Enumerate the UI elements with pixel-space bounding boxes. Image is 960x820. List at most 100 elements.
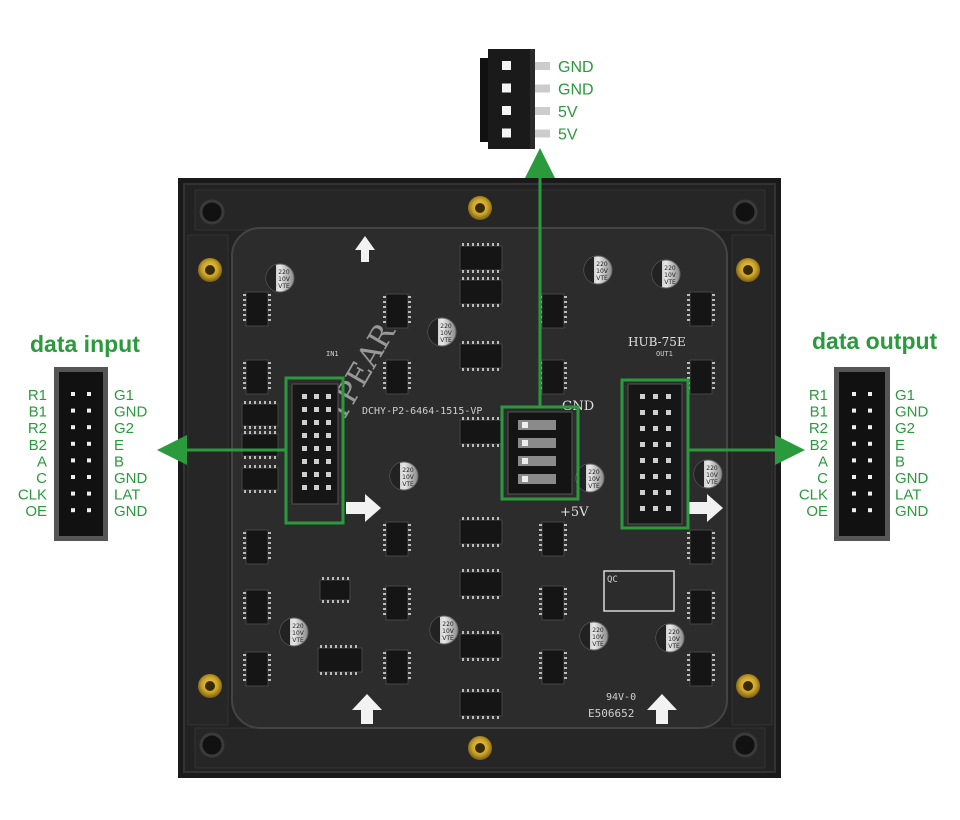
header-pin-label: C	[36, 470, 47, 487]
header-pin-label: E	[114, 437, 124, 454]
connector-pin	[326, 459, 331, 464]
capacitor-marking: 10V	[292, 630, 305, 637]
header-pin-label: A	[37, 453, 47, 470]
connector-pin	[666, 410, 671, 415]
in-label: IN1	[326, 350, 339, 358]
header-pin-dot	[71, 441, 75, 446]
data-output-heading: data output	[812, 328, 938, 354]
power-callout-pin	[502, 61, 511, 70]
driver-ic-chip	[459, 341, 503, 371]
connector-pin	[666, 426, 671, 431]
header-pin-label: B2	[810, 437, 828, 454]
header-pin-dot	[868, 408, 872, 413]
driver-ic-chip	[383, 585, 411, 621]
capacitor-marking: 220	[402, 467, 414, 474]
connector-pin	[653, 442, 658, 447]
power-callout-pin	[502, 83, 511, 93]
header-pin-dot	[71, 408, 75, 413]
capacitor-marking: VTE	[402, 481, 414, 488]
connector-pin	[653, 458, 658, 463]
capacitor-marking: 10V	[588, 476, 601, 483]
connector-pin	[326, 407, 331, 412]
power-lead	[535, 62, 550, 70]
connector-pin	[326, 472, 331, 477]
connector-pin	[666, 394, 671, 399]
qc-box	[603, 570, 675, 612]
connector-pin	[653, 506, 658, 511]
power-pin	[518, 456, 556, 466]
header-pin-dot	[852, 408, 856, 413]
rating-label: 94V-0	[606, 692, 636, 703]
capacitor-marking: 10V	[440, 330, 453, 337]
capacitor-marking: 10V	[442, 628, 455, 635]
header-pin-dot	[87, 408, 91, 413]
connector-pin	[640, 394, 645, 399]
connector-pin	[640, 426, 645, 431]
right-arrow-icon	[688, 494, 723, 522]
up-arrow-icon	[352, 694, 382, 724]
header-pin-dot	[868, 508, 872, 513]
header-pin-label: E	[895, 437, 905, 454]
header-pin-dot	[852, 425, 856, 430]
power-pin-label: 5V	[558, 104, 578, 121]
power-pin	[518, 438, 556, 448]
header-pin-label: OE	[806, 503, 828, 520]
header-pin-dot	[71, 491, 75, 496]
header-pin-dot	[87, 508, 91, 513]
qc-label: QC	[607, 575, 618, 585]
connector-pin	[302, 485, 307, 490]
connector-pin	[640, 474, 645, 479]
capacitor-marking: VTE	[668, 643, 680, 650]
header-pin-label: B	[895, 453, 905, 470]
connector-pin	[326, 446, 331, 451]
driver-ic-chip	[687, 589, 715, 625]
header-pin-label: B1	[810, 404, 828, 421]
connector-pin	[302, 407, 307, 412]
header-pin-dot	[87, 458, 91, 463]
capacitor-marking: 10V	[706, 472, 719, 479]
driver-ic-chip	[383, 649, 411, 685]
header-pin-label: R2	[809, 420, 828, 437]
capacitor-marking: 220	[278, 269, 290, 276]
connector-pin	[653, 410, 658, 415]
driver-ic-chip	[539, 585, 567, 621]
power-lead	[535, 129, 550, 138]
driver-ic-chip	[687, 529, 715, 565]
header-pin-label: A	[818, 453, 828, 470]
capacitor-marking: VTE	[278, 283, 290, 290]
header-pin-dot	[71, 508, 75, 513]
capacitor-marking: 10V	[664, 272, 677, 279]
right-arrow-icon	[346, 494, 381, 522]
capacitor-marking: 10V	[278, 276, 291, 283]
driver-ic-chip	[459, 517, 503, 547]
driver-ic-chip	[319, 577, 351, 603]
driver-ic-chip	[539, 293, 567, 329]
header-pin-label: GND	[895, 470, 929, 487]
driver-ic-chip	[459, 689, 503, 719]
header-pin-label: LAT	[895, 487, 921, 504]
header-pin-label: G2	[895, 420, 915, 437]
driver-ic-chip	[459, 277, 503, 307]
connector-pin	[653, 394, 658, 399]
driver-ic-chip	[243, 651, 271, 687]
connector-pin	[314, 407, 319, 412]
up-arrow-icon	[647, 694, 677, 724]
connector-pin	[314, 459, 319, 464]
capacitor-marking: VTE	[292, 637, 304, 644]
power-lead	[535, 107, 550, 115]
capacitor-marking: 10V	[668, 636, 681, 643]
connector-pin	[666, 490, 671, 495]
connector-pin	[302, 472, 307, 477]
header-pin-dot	[87, 392, 91, 396]
connector-pin	[302, 433, 307, 438]
data-input-heading: data input	[30, 331, 140, 357]
header-pin-dot	[71, 425, 75, 430]
board-model-text: DCHY-P2-6464-1515-VP	[362, 406, 482, 417]
